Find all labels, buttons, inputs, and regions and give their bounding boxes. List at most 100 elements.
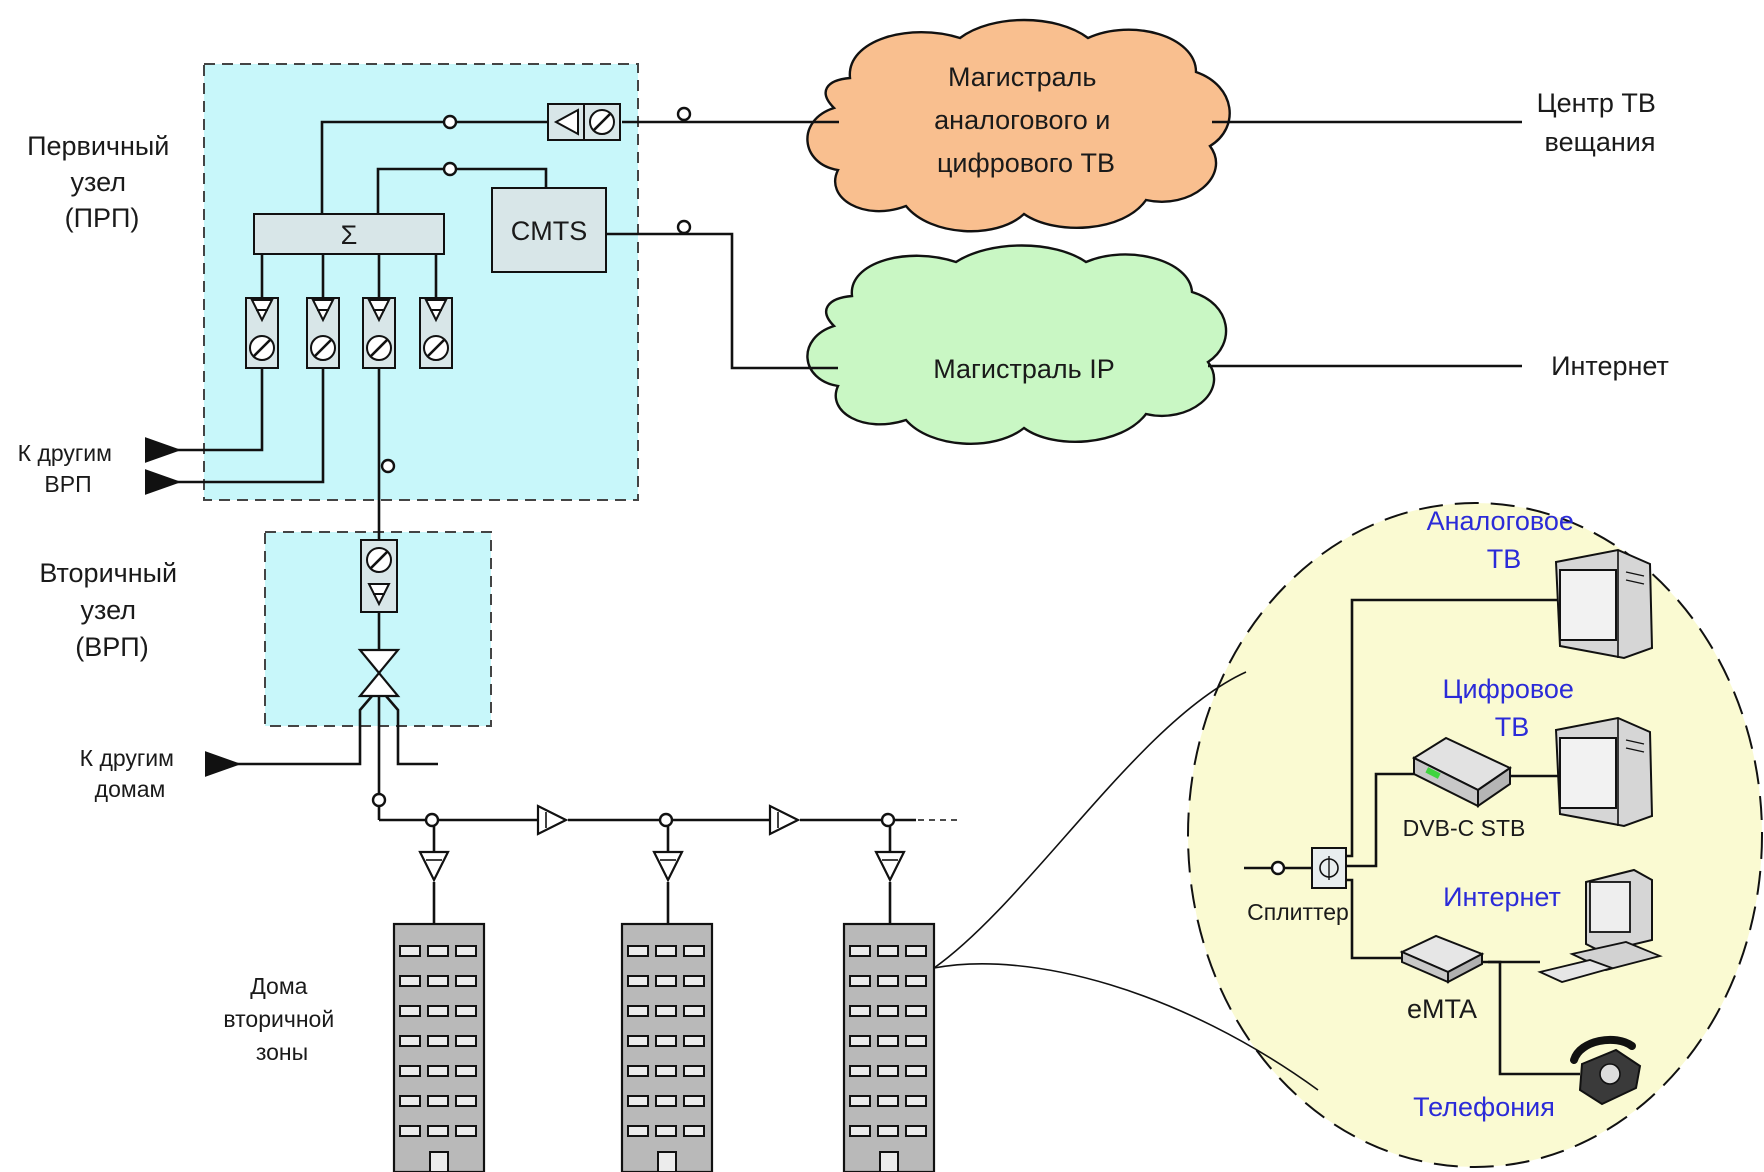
building-window [627,1035,649,1047]
optical-module-icon [306,297,340,369]
splitter-icon [1311,847,1347,889]
house-amplifier-icon [874,850,906,883]
tap-ring [676,219,692,235]
analog-tv-label: Аналоговое ТВ [1427,506,1582,574]
building-window [399,1125,421,1137]
optical-module-icon [245,297,279,369]
building-window [455,1095,477,1107]
ip-backbone-label: Магистраль IP [933,354,1114,384]
emta-icon [1399,934,1485,984]
building-window [905,975,927,987]
tap-ring [658,812,674,828]
tv-center-label: Центр ТВ вещания [1537,88,1664,157]
houses-label: Дома вторичной зоны [223,973,340,1065]
building-window [655,1065,677,1077]
splitter-label: Сплиттер [1247,899,1349,925]
building-window [627,1065,649,1077]
tv-backbone-cloud [806,18,1231,233]
building-window [683,1065,705,1077]
building-window [849,1035,871,1047]
building-window [399,1035,421,1047]
building-window [399,1005,421,1017]
building-window [683,945,705,957]
building-window [427,1035,449,1047]
building-window [655,975,677,987]
tap-ring [442,161,458,177]
building-window [683,1125,705,1137]
building-window [399,975,421,987]
tap-ring [424,812,440,828]
digital-tv-icon [1554,716,1654,828]
building-window [655,1035,677,1047]
building-window [905,1005,927,1017]
emta-label: eMTA [1407,994,1477,1024]
building-icon [620,922,714,1172]
building-window [877,1125,899,1137]
building-icon [392,922,486,1172]
subscriber-zone [1187,502,1763,1168]
trunk-amplifier-icon [536,804,569,836]
building-window [655,1095,677,1107]
building-window [849,1125,871,1137]
cmts-label: CMTS [511,216,588,246]
building-window [399,1065,421,1077]
optical-receiver-icon [360,539,398,613]
stb-label: DVB-C STB [1403,815,1526,841]
building-window [427,1125,449,1137]
tap-ring [1270,860,1286,876]
other-houses-label: К другим домам [80,745,181,802]
building-window [427,1095,449,1107]
building-window [683,975,705,987]
building-window [877,1035,899,1047]
building-window [455,1065,477,1077]
building-window [627,945,649,957]
computer-icon [1537,868,1663,983]
tv-backbone-label: Магистраль аналогового и цифрового ТВ [934,62,1118,178]
building-door [429,1151,449,1172]
building-window [849,1065,871,1077]
building-window [427,1065,449,1077]
telephony-label: Телефония [1413,1092,1555,1122]
building-icon [842,922,936,1172]
internet-label: Интернет [1443,882,1561,912]
other-vrp-label: К другим ВРП [18,440,119,497]
building-window [683,1095,705,1107]
building-window [683,1035,705,1047]
building-window [655,945,677,957]
building-window [427,975,449,987]
building-window [455,1125,477,1137]
building-window [427,945,449,957]
building-window [455,1035,477,1047]
optical-transmitter-icon [547,103,621,141]
building-window [877,1065,899,1077]
building-window [877,1005,899,1017]
house-amplifier-icon [652,850,684,883]
building-window [849,1005,871,1017]
building-window [627,1095,649,1107]
building-window [877,945,899,957]
tap-ring [380,458,396,474]
house-amplifier-icon [418,850,450,883]
set-top-box-icon [1411,736,1513,808]
building-window [905,1065,927,1077]
building-window [905,1095,927,1107]
building-window [849,975,871,987]
building-window [877,975,899,987]
building-window [427,1005,449,1017]
tap-ring [371,792,387,808]
building-window [627,975,649,987]
building-window [683,1005,705,1017]
building-window [877,1095,899,1107]
building-window [627,1125,649,1137]
bidirectional-amplifier-icon [357,648,401,698]
building-window [399,945,421,957]
trunk-amplifier-icon [768,804,801,836]
building-window [627,1005,649,1017]
digital-tv-label: Цифровое ТВ [1443,674,1582,742]
combiner-block: Σ [253,213,445,255]
optical-module-icon [419,297,453,369]
primary-node-label: Первичный узел (ПРП) [27,131,177,233]
building-window [455,945,477,957]
combiner-symbol: Σ [341,220,358,250]
